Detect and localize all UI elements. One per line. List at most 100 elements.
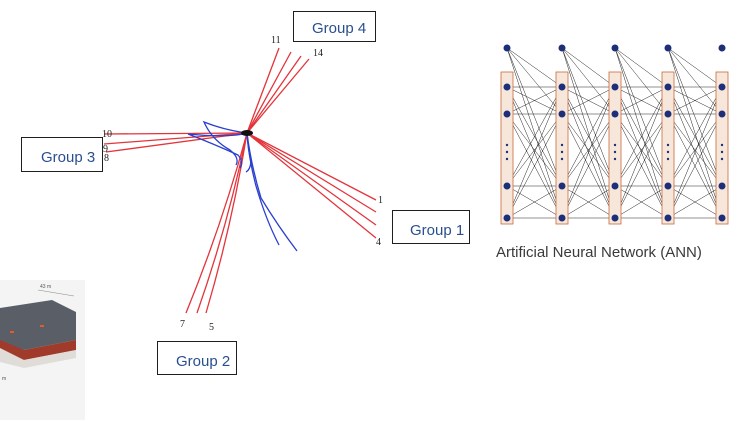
- ann-edge: [506, 86, 563, 187]
- ann-edge: [506, 47, 563, 219]
- node-number-4: 4: [376, 237, 381, 248]
- ann-ellipsis-dot: [720, 150, 724, 154]
- ann-edge: [506, 185, 563, 219]
- ann-edge: [667, 86, 723, 115]
- junction-point: [241, 130, 253, 136]
- ann-edge: [667, 185, 723, 219]
- ann-node: [718, 110, 726, 118]
- ann-edge: [561, 86, 616, 187]
- ann-edge: [667, 113, 723, 187]
- node-number-11: 11: [271, 35, 281, 46]
- blue-curve-bundle: [187, 120, 298, 252]
- ann-layer-5: [715, 71, 729, 225]
- ann-edge: [561, 86, 616, 219]
- group-4-box: Group 4: [293, 11, 376, 42]
- red-curve: [246, 58, 310, 134]
- ann-layer-3: [608, 71, 622, 225]
- ann-edge: [506, 47, 563, 187]
- plate-height-label: m: [2, 376, 7, 382]
- red-curve: [185, 132, 248, 314]
- group-1-box: Group 1: [392, 210, 470, 244]
- node-number-9: 9: [103, 144, 108, 155]
- node-number-14: 14: [313, 48, 323, 59]
- node-number-7: 7: [180, 319, 185, 330]
- ann-layer-2: [555, 71, 569, 225]
- ann-ellipsis-dot: [666, 157, 670, 161]
- ann-layer-1: [500, 71, 514, 225]
- group-2-box: Group 2: [157, 341, 237, 375]
- red-curve: [246, 51, 292, 134]
- ann-node: [611, 214, 619, 222]
- ann-edge: [667, 86, 723, 187]
- ann-ellipsis-dot: [613, 143, 617, 147]
- ann-edge: [667, 47, 723, 187]
- plate-illustration: [0, 280, 85, 420]
- ann-ellipsis-dot: [720, 157, 724, 161]
- ann-node: [664, 83, 672, 91]
- red-curve: [103, 132, 248, 135]
- ann-ellipsis-dot: [720, 143, 724, 147]
- node-number-1: 1: [378, 195, 383, 206]
- ann-node: [558, 182, 566, 190]
- ann-bias-node: [718, 44, 726, 52]
- ann-edge: [667, 47, 723, 88]
- blue-curve: [246, 132, 298, 252]
- ann-bias-node: [664, 44, 672, 52]
- ann-ellipsis-dot: [560, 150, 564, 154]
- red-curve-bundle: [103, 47, 377, 314]
- ann-node: [611, 110, 619, 118]
- ann-edges: [506, 47, 723, 219]
- ann-node: [664, 214, 672, 222]
- ann-node: [558, 214, 566, 222]
- ann-edge: [561, 47, 616, 219]
- ann-edge: [614, 86, 669, 219]
- ann-ellipsis-dot: [505, 150, 509, 154]
- ann-node: [558, 83, 566, 91]
- ann-node: [718, 182, 726, 190]
- ann-edge: [561, 113, 616, 187]
- ann-node: [503, 214, 511, 222]
- ann-ellipsis-dot: [613, 150, 617, 154]
- blue-curve: [202, 120, 248, 166]
- group-1-label: Group 1: [410, 222, 465, 239]
- ann-edge: [561, 113, 616, 219]
- ann-bias-node: [558, 44, 566, 52]
- ann-edge: [614, 185, 669, 219]
- node-number-10: 10: [102, 129, 112, 140]
- ann-edge: [614, 47, 669, 187]
- ann-node: [503, 110, 511, 118]
- ann-ellipsis-dot: [666, 150, 670, 154]
- ann-edge: [506, 113, 563, 219]
- ann-edge: [506, 47, 563, 88]
- ann-title: Artificial Neural Network (ANN): [496, 244, 702, 261]
- group-3-box: Group 3: [21, 137, 103, 172]
- ann-ellipsis-dot: [505, 157, 509, 161]
- ann-edge: [614, 113, 669, 187]
- ann-node: [664, 182, 672, 190]
- ann-edge: [614, 86, 669, 187]
- ann-ellipsis-dot: [505, 143, 509, 147]
- ann-edge: [614, 47, 669, 88]
- ann-edge: [561, 86, 616, 115]
- ann-edge: [561, 185, 616, 219]
- ann-node: [611, 182, 619, 190]
- ann-edge: [667, 86, 723, 219]
- red-curve: [103, 132, 248, 145]
- ann-edge: [667, 47, 723, 219]
- red-curve: [246, 132, 377, 201]
- group-3-label: Group 3: [41, 149, 96, 166]
- ann-edge: [561, 47, 616, 187]
- ann-node: [503, 182, 511, 190]
- red-curve: [246, 132, 377, 239]
- node-number-8: 8: [104, 153, 109, 164]
- group-4-label: Group 4: [312, 20, 367, 37]
- ann-edge: [506, 113, 563, 187]
- red-curve: [246, 132, 377, 226]
- plate-length-label: 43 m: [40, 284, 52, 290]
- ann-node: [611, 83, 619, 91]
- blue-curve: [245, 132, 252, 173]
- red-curve: [196, 132, 248, 314]
- ann-ellipsis-dot: [560, 157, 564, 161]
- ann-node: [558, 110, 566, 118]
